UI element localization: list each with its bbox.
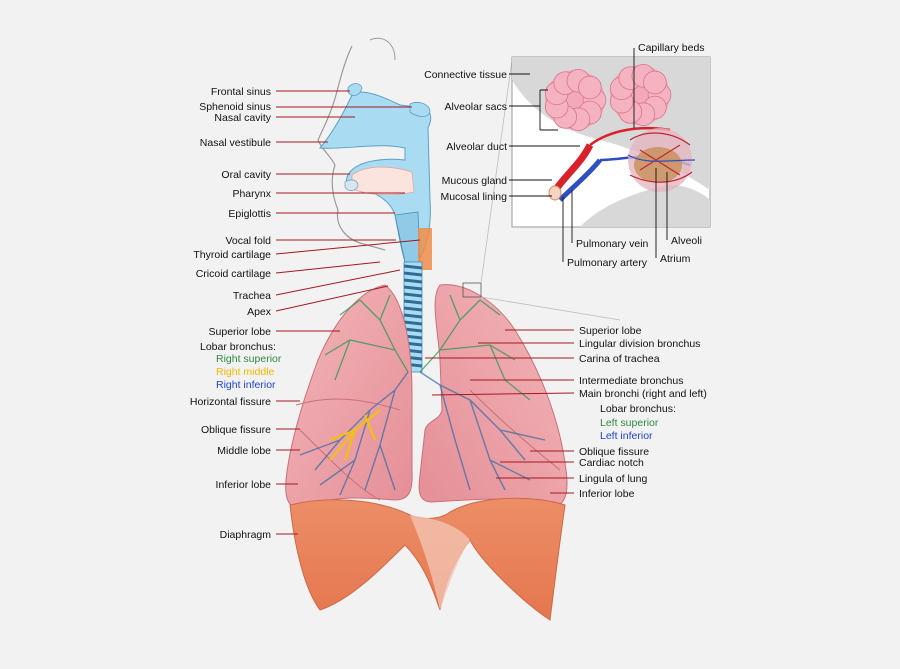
label-alveolar-sacs: Alveolar sacs [445, 101, 507, 113]
alveolus-bubble [578, 75, 602, 100]
label-lobar-bronchus-right: Lobar bronchus: [200, 341, 276, 353]
trachea-ring [403, 320, 423, 326]
alveoli-inset [511, 56, 711, 228]
diaphragm-center [410, 515, 470, 610]
label-oral-cavity: Oral cavity [221, 169, 271, 181]
label-nasal-vestibule: Nasal vestibule [200, 137, 271, 149]
label-capillary-beds: Capillary beds [638, 42, 705, 54]
frontal-sinus [347, 83, 363, 96]
label-lingular-division-bronchus: Lingular division bronchus [579, 338, 700, 350]
label-mucosal-lining: Mucosal lining [440, 191, 507, 203]
label-oblique-fissure-left: Oblique fissure [579, 446, 649, 458]
trachea-ring [403, 278, 423, 284]
tongue [344, 179, 359, 191]
label-pharynx: Pharynx [232, 188, 271, 200]
label-main-bronchi: Main bronchi (right and left) [579, 388, 707, 400]
label-horizontal-fissure: Horizontal fissure [190, 396, 271, 408]
trachea-ring [403, 299, 423, 305]
left-lung [418, 284, 568, 507]
trachea-ring [403, 271, 423, 277]
left-labels: Frontal sinus Sphenoid sinus Nasal cavit… [190, 86, 282, 541]
bronchial-tree [299, 294, 546, 496]
label-middle-lobe: Middle lobe [217, 445, 271, 457]
inset-labels: Capillary beds Connective tissue Alveola… [424, 42, 704, 269]
alveolus-bubble [643, 70, 667, 95]
oral-cavity [351, 166, 415, 196]
zoom-line-1 [480, 59, 513, 284]
label-apex: Apex [247, 306, 272, 318]
label-left-superior: Left superior [600, 417, 659, 429]
oblique-fissure-right [299, 429, 381, 501]
label-superior-lobe-right: Superior lobe [209, 326, 272, 338]
label-frontal-sinus: Frontal sinus [211, 86, 271, 98]
label-pulmonary-artery: Pulmonary artery [567, 257, 648, 269]
label-left-inferior: Left inferior [600, 430, 653, 442]
label-lingula-of-lung: Lingula of lung [579, 473, 647, 485]
label-sphenoid-sinus: Sphenoid sinus [199, 101, 271, 113]
thyroid-cartilage [418, 228, 432, 270]
label-nasal-cavity: Nasal cavity [214, 112, 271, 124]
label-right-middle: Right middle [216, 366, 275, 378]
inset-leader-lines [509, 48, 668, 262]
label-thyroid-cartilage: Thyroid cartilage [193, 249, 271, 261]
right-leader-lines [425, 329, 575, 494]
label-vocal-fold: Vocal fold [225, 235, 271, 247]
label-connective-tissue: Connective tissue [424, 69, 507, 81]
label-lobar-bronchus-left: Lobar bronchus: [600, 403, 676, 415]
label-right-superior: Right superior [216, 353, 282, 365]
label-intermediate-bronchus: Intermediate bronchus [579, 375, 683, 387]
zoom-line-2 [480, 296, 621, 321]
horizontal-fissure [295, 398, 401, 411]
label-oblique-fissure-right: Oblique fissure [201, 424, 271, 436]
neck-outline [369, 37, 396, 61]
label-inferior-lobe-left: Inferior lobe [579, 488, 635, 500]
label-right-inferior: Right inferior [216, 379, 276, 391]
label-diaphragm: Diaphragm [220, 529, 272, 541]
right-labels: Superior lobe Lingular division bronchus… [579, 325, 707, 500]
label-cricoid-cartilage: Cricoid cartilage [196, 268, 271, 280]
label-pulmonary-vein: Pulmonary vein [576, 238, 649, 250]
label-carina-of-trachea: Carina of trachea [579, 353, 660, 365]
label-mucous-gland: Mucous gland [442, 175, 508, 187]
label-superior-lobe-left: Superior lobe [579, 325, 642, 337]
sphenoid-sinus [409, 102, 431, 117]
trachea-ring [403, 313, 423, 319]
label-atrium: Atrium [660, 253, 691, 265]
label-alveoli: Alveoli [671, 235, 702, 247]
label-trachea: Trachea [233, 290, 271, 302]
zoom-box [462, 282, 482, 298]
label-inferior-lobe-right: Inferior lobe [216, 479, 272, 491]
trachea-ring [403, 285, 423, 291]
label-epiglottis: Epiglottis [228, 208, 271, 220]
label-alveolar-duct: Alveolar duct [446, 141, 507, 153]
trachea-ring [403, 292, 423, 298]
trachea-ring [403, 327, 423, 333]
head-silhouette [317, 45, 386, 251]
label-cardiac-notch: Cardiac notch [579, 457, 644, 469]
left-leader-lines [275, 90, 421, 535]
trachea-ring [403, 306, 423, 312]
trachea-ring [403, 264, 423, 270]
